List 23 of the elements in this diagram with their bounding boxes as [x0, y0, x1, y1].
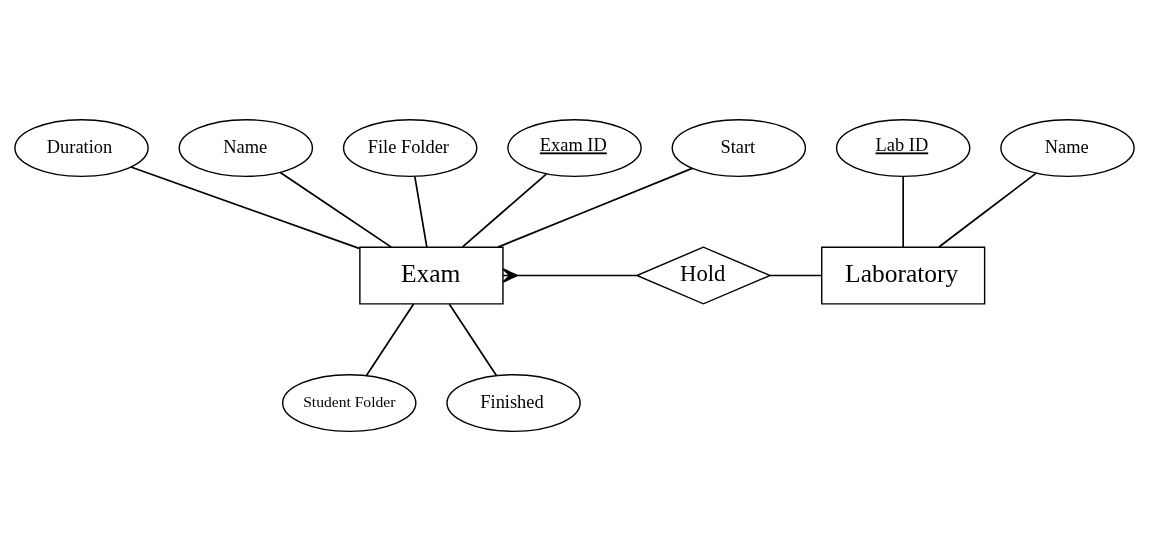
connector — [279, 171, 393, 248]
node-box: Exam — [359, 245, 504, 305]
node-ellipse: Name — [178, 118, 314, 177]
node-ellipse: Finished — [446, 373, 581, 432]
node-ellipse: Start — [671, 118, 807, 177]
connector — [902, 175, 904, 248]
connector — [448, 302, 498, 376]
node-ellipse: Duration — [14, 118, 149, 177]
connector — [130, 165, 361, 249]
node-ellipse: Student Folder — [281, 373, 417, 432]
node-ellipse: Exam ID — [507, 118, 642, 177]
connector — [413, 175, 428, 248]
connector — [502, 267, 638, 283]
node-diamond: Hold — [635, 245, 772, 305]
connector — [497, 167, 693, 248]
node-ellipse: Name — [1000, 118, 1135, 177]
node-box: Laboratory — [821, 245, 986, 305]
connector — [461, 172, 548, 248]
connector — [365, 302, 415, 376]
connector — [769, 274, 823, 276]
node-ellipse: Lab ID — [835, 118, 971, 177]
connector — [938, 171, 1038, 248]
node-ellipse: File Folder — [342, 118, 478, 177]
